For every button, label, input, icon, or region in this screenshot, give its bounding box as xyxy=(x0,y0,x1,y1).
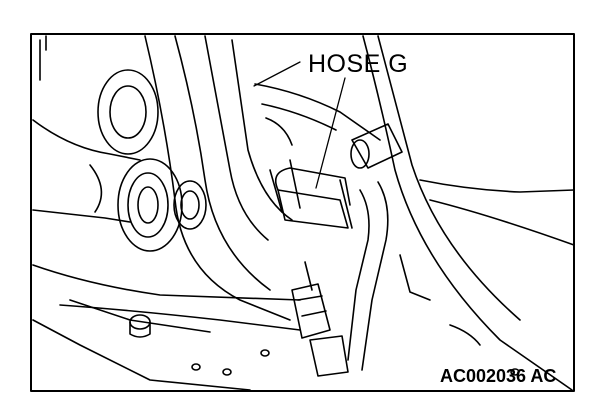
bolt-head xyxy=(173,180,207,230)
cylinder-end xyxy=(350,139,370,169)
floor-line-a xyxy=(32,264,301,301)
hose-g-clip-b xyxy=(289,159,301,209)
hub-inner xyxy=(137,186,159,224)
floor-line-c xyxy=(32,319,251,391)
figure-frame xyxy=(30,33,575,392)
bracket-a xyxy=(204,35,269,241)
bottom-bolt-stem xyxy=(129,321,151,338)
axle-outer xyxy=(97,69,159,155)
panel-line-d xyxy=(429,199,575,246)
callout-leader xyxy=(315,77,346,189)
tube-lower xyxy=(32,209,131,223)
hose-g-top xyxy=(274,167,351,206)
bracket-b xyxy=(231,39,293,221)
connector-stem xyxy=(304,261,313,291)
panel-line-c xyxy=(419,179,575,193)
pipe-a xyxy=(347,189,370,361)
panel-line-a xyxy=(362,35,573,391)
hose-g-clip-a xyxy=(269,169,283,213)
bolt-inner xyxy=(180,190,200,220)
upper-tube-b xyxy=(261,103,337,131)
hub-outer xyxy=(117,158,183,252)
right-detail-a xyxy=(399,254,431,301)
tube-upper xyxy=(32,119,141,161)
hole-1 xyxy=(191,363,201,371)
figure-code: AC002036 AC xyxy=(440,366,557,386)
tube-shade xyxy=(89,164,103,213)
connector-lower xyxy=(291,283,331,339)
right-detail-b xyxy=(449,324,481,346)
arm-left-a xyxy=(144,35,291,321)
callout-leader-2 xyxy=(253,61,301,87)
hose-g-label: HOSE G xyxy=(308,50,409,78)
cylinder xyxy=(351,123,403,169)
panel-line-b xyxy=(377,35,521,321)
right-hole xyxy=(510,368,520,376)
lower-box xyxy=(309,335,349,377)
axle-inner xyxy=(109,85,147,139)
frame-edge-left xyxy=(39,35,47,81)
arm-left-b xyxy=(174,35,271,291)
connector-lower-detail xyxy=(297,295,327,317)
hole-3 xyxy=(260,349,270,357)
hose-g-body xyxy=(277,189,349,229)
upper-tube-a xyxy=(254,83,381,141)
hub-mid xyxy=(127,172,169,238)
hole-2 xyxy=(222,368,232,376)
pipe-b xyxy=(361,181,389,371)
upper-bend xyxy=(265,117,293,146)
floor-line-d xyxy=(59,304,301,331)
hose-g-clip-c xyxy=(339,179,353,229)
